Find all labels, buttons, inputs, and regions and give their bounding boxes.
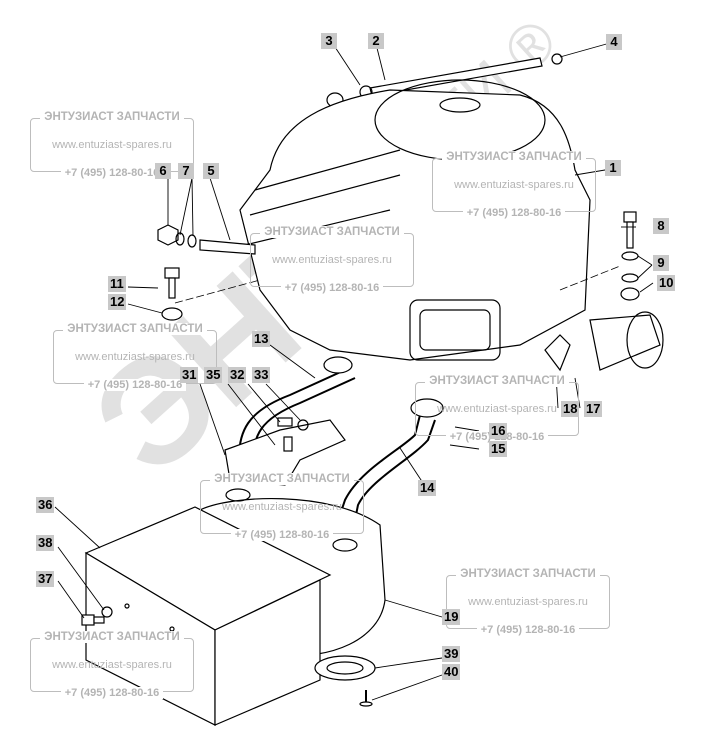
callout-1[interactable]: 1 [605,160,621,176]
callout-4[interactable]: 4 [606,34,622,50]
watermark-phone: +7 (495) 128-80-16 [462,207,566,219]
watermark-website: www.entuziast-spares.ru [468,596,588,608]
callout-8[interactable]: 8 [653,218,669,234]
callout-5[interactable]: 5 [203,163,219,179]
watermark-company: ЭНТУЗИАСТ ЗАПЧАСТИ [456,568,600,580]
callout-39[interactable]: 39 [442,646,461,662]
callout-35[interactable]: 35 [204,367,223,383]
stud-bolt [199,239,256,255]
callout-13[interactable]: 13 [252,331,271,347]
watermark-website: www.entuziast-spares.ru [222,501,342,513]
washer-33 [297,419,309,431]
nut-12 [161,307,183,321]
watermark-website: www.entuziast-spares.ru [52,139,172,151]
callout-36[interactable]: 36 [36,497,55,513]
washer-9b [621,273,639,283]
watermark-phone: +7 (495) 128-80-16 [60,167,164,179]
watermark-website: www.entuziast-spares.ru [454,179,574,191]
washer-7b [187,234,197,248]
watermark-box: ЭНТУЗИАСТ ЗАПЧАСТИ www.entuziast-spares.… [30,111,194,179]
callout-19[interactable]: 19 [442,609,461,625]
watermark-company: ЭНТУЗИАСТ ЗАПЧАСТИ [40,631,184,643]
nut-6 [157,224,179,246]
callout-11[interactable]: 11 [108,276,126,292]
bolt-11 [164,267,180,299]
callout-16[interactable]: 16 [489,423,508,439]
filter-adapter-plate [544,334,571,372]
engine-block [239,79,591,361]
watermark-phone: +7 (495) 128-80-16 [60,687,164,699]
callout-9[interactable]: 9 [653,255,669,271]
washer-9a [621,251,639,261]
callout-31[interactable]: 31 [180,367,199,383]
heat-shield [84,506,332,726]
callout-33[interactable]: 33 [252,367,271,383]
nut-10 [620,287,640,301]
screw-37 [81,614,105,626]
callout-14[interactable]: 14 [418,480,437,496]
watermark-box: ЭНТУЗИАСТ ЗАПЧАСТИ www.entuziast-spares.… [446,568,610,636]
screw-40 [359,690,373,707]
bolt-35 [283,436,293,452]
exhaust-pipe-14 [339,398,444,521]
leader-lines [54,42,654,701]
watermark-company: ЭНТУЗИАСТ ЗАПЧАСТИ [40,111,184,123]
callout-18[interactable]: 18 [561,401,580,417]
watermark-box: ЭНТУЗИАСТ ЗАПЧАСТИ www.entuziast-spares.… [415,375,579,443]
callout-7[interactable]: 7 [178,163,194,179]
callout-12[interactable]: 12 [108,294,127,310]
oil-filter [589,311,664,371]
watermark-phone: +7 (495) 128-80-16 [83,379,187,391]
watermark-website: www.entuziast-spares.ru [437,403,557,415]
callout-32[interactable]: 32 [228,367,247,383]
watermark-box: ЭНТУЗИАСТ ЗАПЧАСТИ www.entuziast-spares.… [250,226,414,294]
watermark-company: ЭНТУЗИАСТ ЗАПЧАСТИ [260,226,404,238]
bolt-8 [623,211,637,249]
callout-15[interactable]: 15 [489,441,508,457]
gasket-39 [314,655,376,681]
watermark-company: ЭНТУЗИАСТ ЗАПЧАСТИ [425,375,569,387]
watermark-phone: +7 (495) 128-80-16 [230,529,334,541]
callout-38[interactable]: 38 [36,535,55,551]
callout-6[interactable]: 6 [155,163,171,179]
watermark-phone: +7 (495) 128-80-16 [476,624,580,636]
watermark-company: ЭНТУЗИАСТ ЗАПЧАСТИ [210,473,354,485]
watermark-website: www.entuziast-spares.ru [272,254,392,266]
watermark-box: ЭНТУЗИАСТ ЗАПЧАСТИ www.entuziast-spares.… [30,631,194,699]
callout-37[interactable]: 37 [36,571,55,587]
watermark-website: www.entuziast-spares.ru [75,351,195,363]
watermark-company: ЭНТУЗИАСТ ЗАПЧАСТИ [63,323,207,335]
callout-10[interactable]: 10 [657,275,676,291]
callout-40[interactable]: 40 [442,664,461,680]
callout-3[interactable]: 3 [321,33,337,49]
callout-17[interactable]: 17 [584,401,603,417]
watermark-company: ЭНТУЗИАСТ ЗАПЧАСТИ [442,151,586,163]
bolt-32 [277,417,293,427]
watermark-website: www.entuziast-spares.ru [52,659,172,671]
callout-2[interactable]: 2 [368,33,384,49]
watermark-box: ЭНТУЗИАСТ ЗАПЧАСТИ www.entuziast-spares.… [200,473,364,541]
watermark-box: ЭНТУЗИАСТ ЗАПЧАСТИ www.entuziast-spares.… [432,151,596,219]
watermark-phone: +7 (495) 128-80-16 [280,282,384,294]
watermark-box: ЭНТУЗИАСТ ЗАПЧАСТИ www.entuziast-spares.… [53,323,217,391]
washer-38 [101,606,113,618]
hose-clamp-right [551,53,563,65]
